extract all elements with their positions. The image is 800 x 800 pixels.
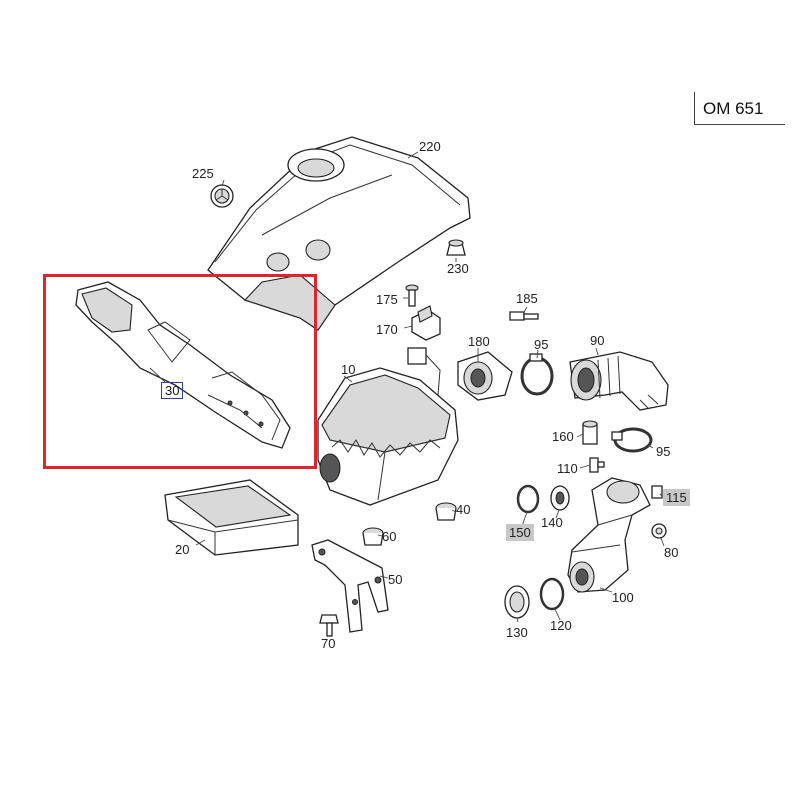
part-label-150[interactable]: 150: [506, 524, 534, 541]
part-label-100[interactable]: 100: [612, 590, 634, 605]
part-label-140[interactable]: 140: [541, 515, 563, 530]
part-label-110[interactable]: 110: [557, 461, 578, 476]
hose-clamp-150[interactable]: [516, 484, 540, 514]
connector-160[interactable]: [582, 420, 598, 445]
grommet-40[interactable]: [435, 502, 457, 521]
engine-code-frame: [694, 92, 785, 125]
part-label-115[interactable]: 115: [663, 489, 690, 506]
bellows-hose-90[interactable]: [569, 351, 669, 411]
sensor-170[interactable]: [411, 305, 441, 341]
engine-cover-220[interactable]: [207, 136, 471, 331]
part-label-180[interactable]: 180: [468, 334, 490, 349]
part-label-50[interactable]: 50: [388, 572, 403, 587]
seal-ring-130[interactable]: [504, 585, 530, 619]
air-intake-duct-30[interactable]: [75, 281, 291, 449]
part-label-130[interactable]: 130: [506, 625, 528, 640]
part-label-70[interactable]: 70: [321, 636, 336, 651]
part-label-80[interactable]: 80: [664, 545, 679, 560]
fitting-110[interactable]: [589, 457, 605, 473]
part-label-95-top[interactable]: 95: [534, 337, 549, 352]
part-label-90[interactable]: 90: [590, 333, 605, 348]
part-label-95-right[interactable]: 95: [656, 444, 671, 459]
grommet-230[interactable]: [446, 239, 466, 256]
air-mass-sensor-180[interactable]: [457, 351, 513, 401]
part-label-10[interactable]: 10: [341, 362, 356, 377]
bolt-185[interactable]: [509, 311, 539, 321]
bolt-70[interactable]: [319, 614, 339, 637]
grommet-60[interactable]: [362, 527, 384, 546]
clip-115[interactable]: [651, 485, 663, 499]
part-label-230[interactable]: 230: [447, 261, 469, 276]
bolt-175[interactable]: [405, 284, 419, 307]
intake-pipe-100[interactable]: [567, 477, 651, 593]
bolt-80[interactable]: [651, 523, 667, 539]
part-label-20[interactable]: 20: [175, 542, 190, 557]
engine-code-label: OM 651: [703, 99, 764, 118]
part-label-30[interactable]: 30: [161, 382, 184, 399]
part-label-160[interactable]: 160: [552, 429, 574, 444]
bracket-50[interactable]: [311, 539, 389, 633]
selected-part-highlight-box: [43, 274, 317, 469]
part-label-40[interactable]: 40: [456, 502, 471, 517]
part-label-120[interactable]: 120: [550, 618, 572, 633]
part-label-170[interactable]: 170: [376, 322, 398, 337]
hose-clamp-95b[interactable]: [611, 427, 653, 453]
leader-lines: [149, 151, 665, 636]
part-label-175[interactable]: 175: [376, 292, 398, 307]
filter-element-20[interactable]: [164, 479, 299, 556]
part-label-220[interactable]: 220: [419, 139, 441, 154]
part-label-60[interactable]: 60: [382, 529, 397, 544]
hose-clamp-95a[interactable]: [520, 353, 554, 396]
part-label-185[interactable]: 185: [516, 291, 538, 306]
emblem-225[interactable]: [210, 184, 234, 208]
hose-clamp-120[interactable]: [539, 577, 565, 611]
part-label-225[interactable]: 225: [192, 166, 214, 181]
air-filter-housing-10[interactable]: [317, 347, 459, 506]
seal-ring-140[interactable]: [550, 485, 570, 511]
